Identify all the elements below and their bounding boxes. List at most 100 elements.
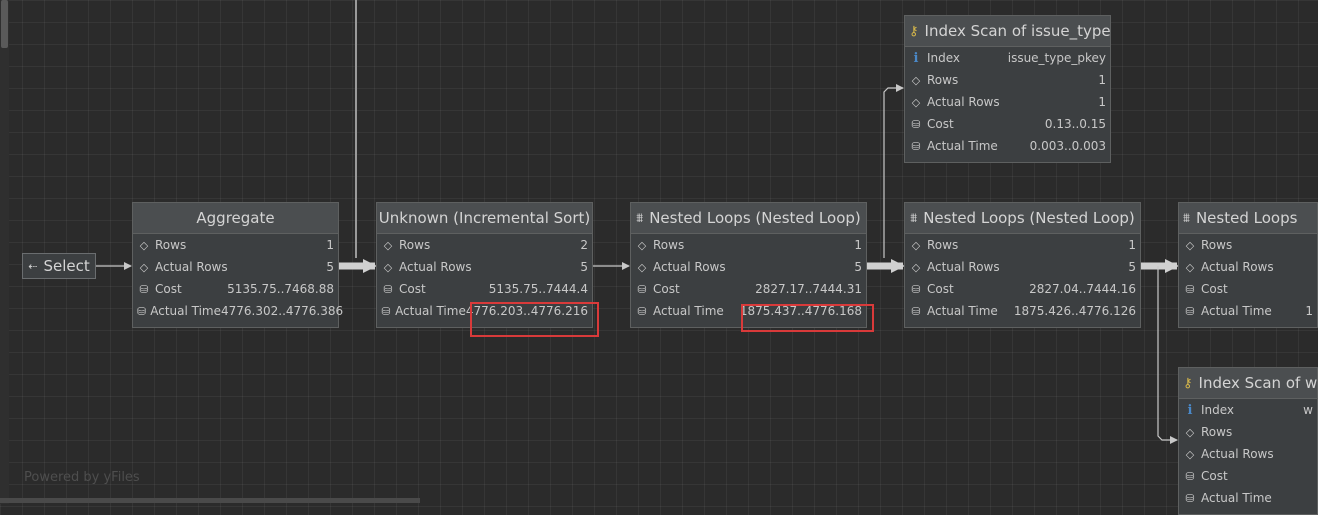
database-icon: ⛁ bbox=[1185, 304, 1195, 318]
nested-loop-icon: ⩩ bbox=[1183, 210, 1190, 226]
property-row: ◇ Actual Rows bbox=[1179, 256, 1317, 278]
property-value: 2827.17..7444.31 bbox=[755, 282, 862, 296]
property-label: Cost bbox=[927, 282, 954, 296]
property-row: ⛁Cost bbox=[1179, 465, 1317, 487]
plan-edges bbox=[96, 84, 1179, 444]
property-value: 5135.75..7444.4 bbox=[488, 282, 588, 296]
node-header: ⚷ Index Scan of w bbox=[1179, 368, 1317, 399]
vertical-scrollbar[interactable] bbox=[0, 0, 9, 504]
property-row: ⛁ Cost 0.13..0.15 bbox=[905, 113, 1110, 135]
property-value: 1 bbox=[1098, 95, 1106, 109]
property-label: Actual Rows bbox=[155, 260, 228, 274]
database-icon: ⛁ bbox=[381, 304, 391, 318]
diamond-icon: ◇ bbox=[139, 260, 149, 274]
diamond-icon: ◇ bbox=[911, 238, 921, 252]
property-label: Rows bbox=[1201, 425, 1233, 439]
property-value: 5 bbox=[580, 260, 588, 274]
node-title: Nested Loops bbox=[1195, 209, 1298, 227]
database-icon: ⛁ bbox=[911, 117, 921, 131]
nested-loop-icon: ⩩ bbox=[910, 210, 918, 226]
property-label: Rows bbox=[927, 73, 959, 87]
property-value: 0.13..0.15 bbox=[1044, 117, 1106, 131]
property-value: 1 bbox=[326, 238, 334, 252]
property-row: ◇Rows bbox=[1179, 234, 1317, 256]
node-title: Nested Loops (Nested Loop) bbox=[649, 209, 861, 227]
property-label: Actual Time bbox=[653, 304, 724, 318]
property-label: Actual Rows bbox=[399, 260, 472, 274]
property-row: i Index issue_type_pkey bbox=[905, 47, 1110, 69]
diamond-icon: ◇ bbox=[637, 260, 647, 274]
property-label: Index bbox=[927, 51, 961, 65]
property-label: Rows bbox=[399, 238, 431, 252]
database-icon: ⛁ bbox=[1185, 491, 1195, 505]
property-value: 4776.302..4776.386 bbox=[221, 304, 344, 318]
property-label: Cost bbox=[653, 282, 680, 296]
property-value: 0.003..0.003 bbox=[1029, 139, 1106, 153]
property-row: ⛁ Actual Time 1 bbox=[1179, 300, 1317, 322]
database-icon: ⛁ bbox=[383, 282, 393, 296]
info-icon: i bbox=[913, 50, 919, 66]
property-label: Actual Rows bbox=[1201, 447, 1274, 461]
diamond-icon: ◇ bbox=[637, 238, 647, 252]
node-title: Aggregate bbox=[133, 203, 338, 234]
property-value: 2 bbox=[580, 238, 588, 252]
property-label: Rows bbox=[653, 238, 685, 252]
node-nested-loops-1[interactable]: ⩩ Nested Loops (Nested Loop) ◇ Rows 1 ◇ Actu… bbox=[630, 202, 867, 328]
property-row: ⛁Actual Time bbox=[1179, 487, 1317, 509]
property-label: Actual Time bbox=[1201, 304, 1272, 318]
property-value: 1 bbox=[1305, 304, 1313, 318]
node-header: ⩩ Nested Loops (Nested Loop) bbox=[905, 203, 1140, 234]
property-value: 1 bbox=[854, 238, 862, 252]
property-label: Cost bbox=[1201, 469, 1228, 483]
property-label: Cost bbox=[155, 282, 182, 296]
select-node[interactable]: ⇠ Select bbox=[22, 253, 96, 279]
key-icon: ⚷ bbox=[909, 23, 919, 39]
property-value: 4776.203..4776.216 bbox=[465, 304, 588, 318]
nested-loop-icon: ⩩ bbox=[636, 210, 644, 226]
property-label: Actual Time bbox=[150, 304, 221, 318]
diamond-icon: ◇ bbox=[1185, 447, 1195, 461]
property-label: Actual Rows bbox=[1201, 260, 1274, 274]
property-value: w bbox=[1303, 403, 1313, 417]
property-label: Rows bbox=[927, 238, 959, 252]
property-value: 5 bbox=[326, 260, 334, 274]
node-nested-loops-3[interactable]: ⩩ Nested Loops ◇Rows◇Actual Rows⛁Cost⛁Ac… bbox=[1178, 202, 1318, 328]
edge-indexscan-w-nl2 bbox=[1157, 266, 1178, 444]
property-label: Index bbox=[1201, 403, 1235, 417]
diamond-icon: ◇ bbox=[1185, 260, 1195, 274]
node-header: ⩩ Nested Loops (Nested Loop) bbox=[631, 203, 866, 234]
property-value: 5 bbox=[1128, 260, 1136, 274]
highlight-box bbox=[741, 304, 874, 332]
scrollbar-thumb[interactable] bbox=[1, 0, 8, 48]
diamond-icon: ◇ bbox=[139, 238, 149, 252]
edge-indexscan-nl1 bbox=[883, 84, 904, 258]
property-label: Rows bbox=[155, 238, 187, 252]
property-label: Actual Time bbox=[927, 139, 998, 153]
property-row: ◇ Rows bbox=[1179, 421, 1317, 443]
property-value: 1 bbox=[1098, 73, 1106, 87]
node-title: Index Scan of w bbox=[1198, 374, 1318, 392]
property-value: issue_type_pkey bbox=[1007, 51, 1106, 65]
property-label: Cost bbox=[927, 117, 954, 131]
diamond-icon: ◇ bbox=[1185, 425, 1195, 439]
property-row: ◇ Rows 1 bbox=[133, 234, 338, 256]
property-label: Actual Time bbox=[927, 304, 998, 318]
horizontal-scrollbar[interactable] bbox=[0, 498, 420, 503]
